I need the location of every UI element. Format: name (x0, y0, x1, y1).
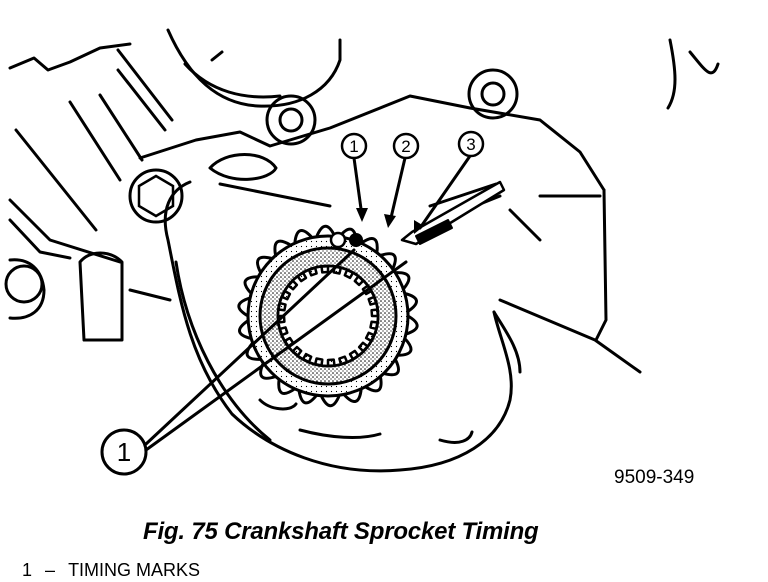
callout-label-3-top: 3 (466, 135, 475, 154)
callout-circle-2-top: 2 (392, 132, 420, 160)
leader-arrowheads (356, 208, 424, 234)
legend-item: 1 – TIMING MARKS (22, 560, 200, 581)
callout-circle-3-top: 3 (457, 130, 485, 158)
figure-id: 9509-349 (614, 467, 695, 488)
legend-dash: – (45, 560, 56, 580)
callout-label-1-top: 1 (349, 137, 358, 156)
crankshaft-sprocket (237, 224, 419, 408)
callout-circle-1-top: 1 (340, 132, 368, 160)
timing-mark-dot-open (329, 231, 347, 249)
callout-label-2-top: 2 (401, 137, 410, 156)
timing-pointer-tool (400, 180, 506, 246)
legend-number: 1 (22, 560, 33, 580)
callout-circle-1-bottom: 1 (100, 428, 148, 476)
mounting-bolts (4, 68, 519, 304)
callout-leader-lines (144, 154, 472, 452)
figure-caption: Fig. 75 Crankshaft Sprocket Timing (143, 518, 539, 545)
engine-block-outline (8, 28, 720, 473)
crankshaft-sprocket-illustration: 1 2 3 1 (4, 28, 720, 476)
bore-splines (276, 264, 380, 368)
callout-label-1-bottom: 1 (117, 437, 131, 467)
bore-spline-profile (276, 264, 380, 368)
legend-label: TIMING MARKS (68, 560, 201, 580)
timing-mark-dot-filled (349, 233, 363, 247)
legend: 1 – TIMING MARKS (22, 560, 200, 581)
